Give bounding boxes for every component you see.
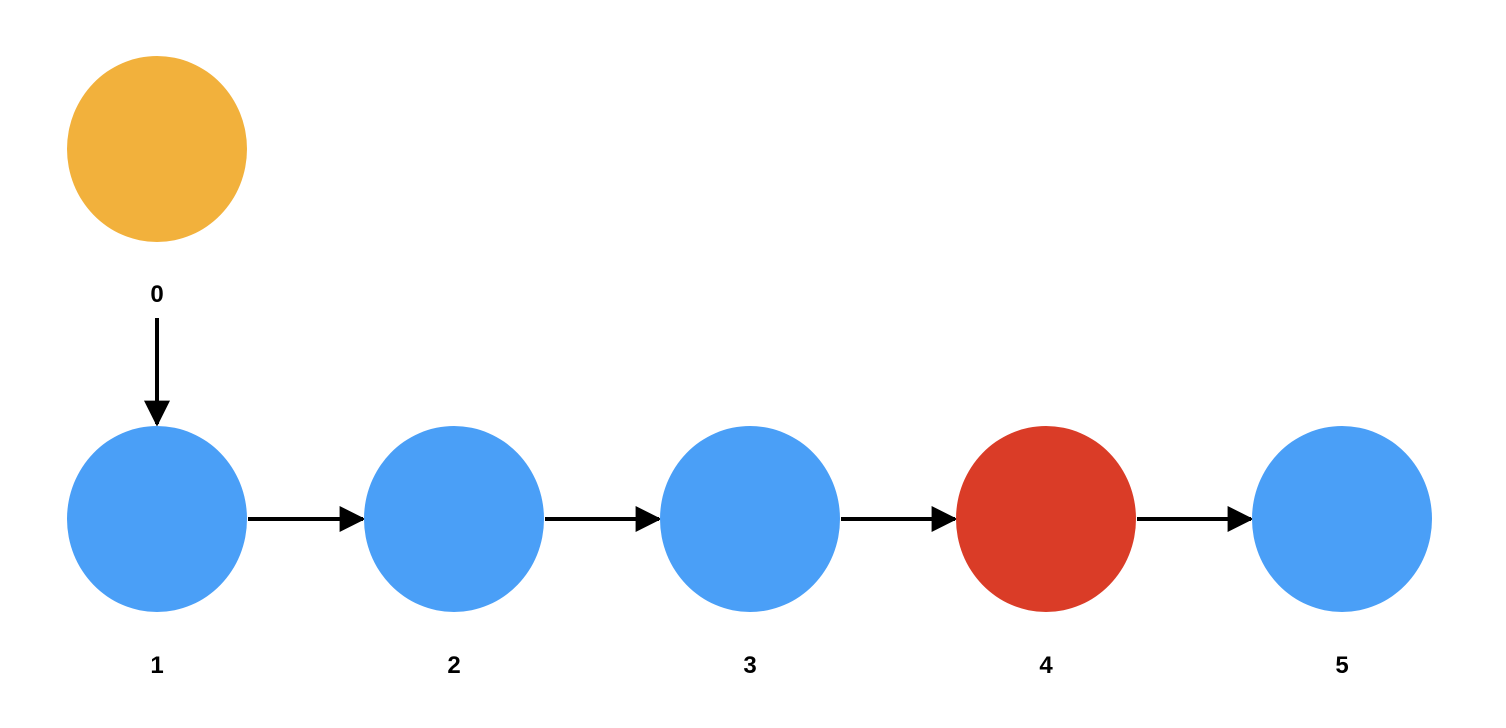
node-4-label: 4 xyxy=(1039,652,1053,679)
node-labels: 0 1 2 3 4 5 xyxy=(150,281,1348,679)
node-2-circle xyxy=(364,426,544,612)
node-5-label: 5 xyxy=(1335,652,1348,679)
node-1-label: 1 xyxy=(150,652,163,679)
node-0-label: 0 xyxy=(150,281,163,308)
node-5-circle xyxy=(1252,426,1432,612)
edges xyxy=(144,318,1254,532)
node-1-circle xyxy=(67,426,247,612)
nodes xyxy=(67,56,1432,612)
node-2-label: 2 xyxy=(447,652,460,679)
node-3-label: 3 xyxy=(743,652,756,679)
node-3-circle xyxy=(660,426,840,612)
node-0-circle xyxy=(67,56,247,242)
node-4-circle xyxy=(956,426,1136,612)
